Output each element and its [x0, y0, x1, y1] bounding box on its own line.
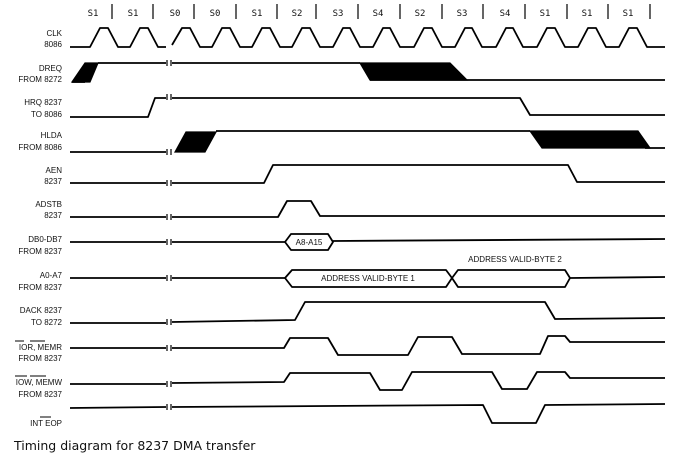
state-label: S4 — [373, 9, 384, 19]
signal-label: DACK 8237 — [20, 306, 63, 315]
dreq-waveform — [70, 62, 665, 83]
figure-caption: Timing diagram for 8237 DMA transfer — [14, 438, 256, 453]
adstb-waveform-continued — [172, 200, 665, 218]
active-low-overbars — [15, 340, 51, 418]
clk-waveform-continued — [171, 27, 665, 48]
address-byte2-label: ADDRESS VALID-BYTE 2 — [468, 255, 562, 264]
hlda-waveform — [70, 130, 665, 153]
signal-label: FROM 8237 — [18, 247, 62, 256]
signal-label: DREQ — [39, 64, 62, 73]
signal-label: IOR, MEMR — [19, 343, 62, 352]
state-label: S1 — [88, 9, 99, 19]
clk-waveform — [70, 27, 166, 48]
signal-label: AEN — [46, 166, 63, 175]
state-label: S3 — [333, 9, 344, 19]
int-eop-waveform-continued — [171, 403, 666, 424]
state-label: S2 — [415, 9, 426, 19]
signal-labels: CLK 8086 DREQ FROM 8272 HRQ 8237 TO 8086… — [15, 29, 63, 428]
hrq-waveform — [70, 97, 166, 118]
signal-label: 8086 — [44, 40, 62, 49]
iow-memw-waveform-continued — [171, 371, 665, 391]
db-bus-value: A8-A15 — [296, 238, 323, 247]
signal-label: FROM 8237 — [18, 354, 62, 363]
signal-label: CLK — [46, 29, 62, 38]
address-byte1-label: ADDRESS VALID-BYTE 1 — [321, 274, 415, 283]
signal-label: TO 8272 — [31, 318, 63, 327]
signal-label: INT EOP — [30, 419, 62, 428]
ior-memr-waveform-continued — [172, 335, 665, 356]
state-label: S1 — [582, 9, 593, 19]
int-eop-waveform — [69, 406, 167, 409]
signal-label: HRQ 8237 — [24, 98, 62, 107]
signal-label: A0-A7 — [40, 271, 63, 280]
state-row: S1 S1 S0 S0 S1 S2 S3 S4 S2 S3 S4 S1 S1 S… — [88, 4, 651, 19]
state-label: S2 — [292, 9, 303, 19]
dack-waveform-continued — [171, 301, 666, 323]
signal-label: FROM 8086 — [18, 143, 62, 152]
signal-label: FROM 8237 — [18, 283, 62, 292]
signal-label: 8237 — [44, 177, 62, 186]
signal-label: ADSTB — [35, 200, 62, 209]
state-label: S0 — [170, 9, 181, 19]
state-label: S1 — [252, 9, 263, 19]
state-label: S4 — [500, 9, 511, 19]
state-label: S0 — [210, 9, 221, 19]
state-label: S3 — [457, 9, 468, 19]
signal-label: FROM 8272 — [18, 75, 62, 84]
signal-label: FROM 8237 — [18, 390, 62, 399]
hrq-waveform-continued — [172, 97, 665, 116]
signal-label: DB0-DB7 — [28, 235, 62, 244]
state-dividers — [111, 4, 651, 19]
signal-label: IOW, MEMW — [16, 378, 63, 387]
signal-label: HLDA — [41, 131, 63, 140]
signal-label: TO 8086 — [31, 110, 63, 119]
address-bus: ADDRESS VALID-BYTE 1 ADDRESS VALID-BYTE … — [70, 255, 666, 288]
aen-waveform-continued — [172, 164, 665, 184]
state-label: S1 — [128, 9, 139, 19]
state-label: S1 — [623, 9, 634, 19]
signal-label: 8237 — [44, 211, 62, 220]
state-label: S1 — [540, 9, 551, 19]
db-bus: A8-A15 — [70, 233, 666, 251]
time-break-marks — [166, 60, 172, 410]
